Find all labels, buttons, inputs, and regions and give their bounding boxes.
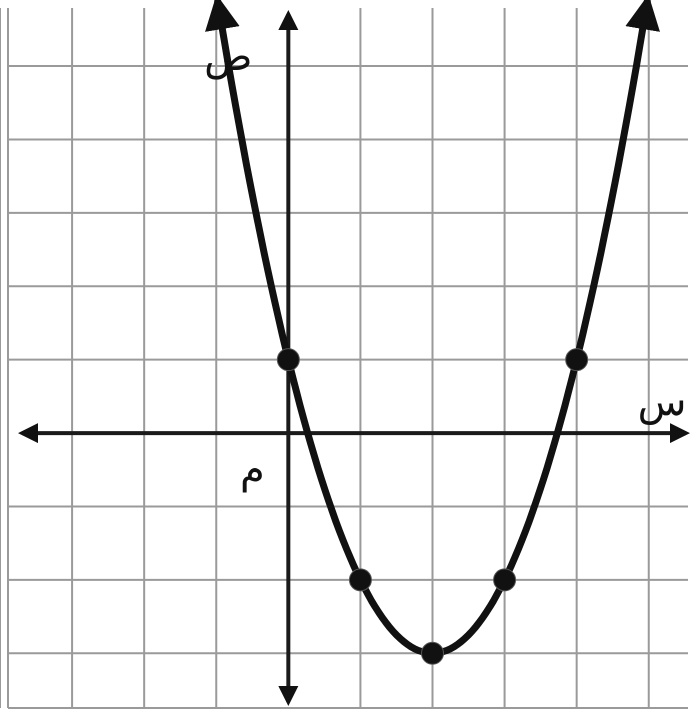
x-axis-label: س	[638, 379, 687, 425]
y-axis-label: ص	[204, 34, 252, 80]
grid	[0, 8, 688, 709]
data-point	[565, 348, 589, 372]
data-point	[276, 348, 300, 372]
data-point	[421, 641, 444, 665]
origin-label: م	[240, 447, 265, 493]
data-points	[276, 348, 589, 665]
data-point	[348, 568, 372, 592]
data-point	[493, 568, 517, 592]
